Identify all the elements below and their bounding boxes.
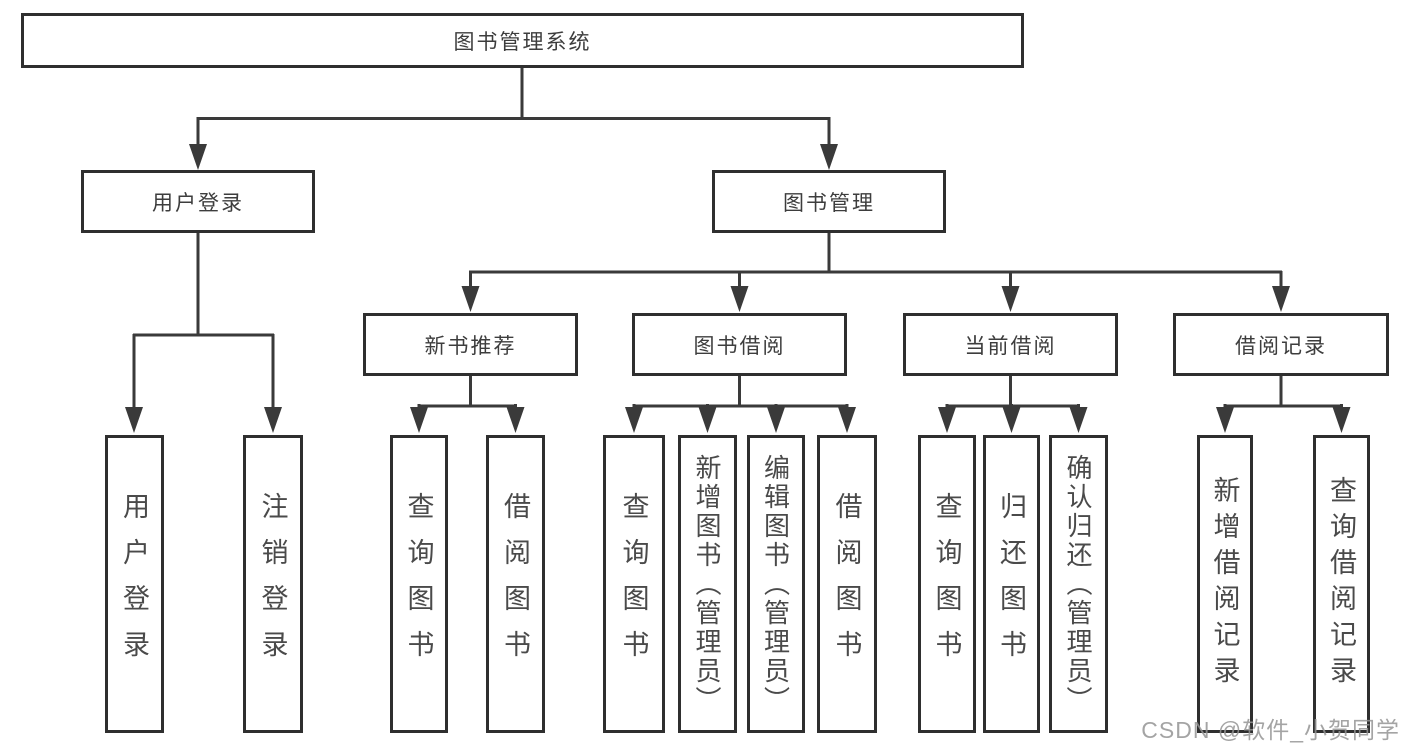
leaf-query-borrow-record: 查询借阅记录 xyxy=(1313,435,1370,733)
node-label: 当前借阅 xyxy=(964,334,1057,358)
leaf-label: 查询图书 xyxy=(931,492,962,676)
node-label: 图书借阅 xyxy=(693,334,786,358)
leaf-label: 新增图书（管理员） xyxy=(692,453,722,715)
leaf-label: 查询图书 xyxy=(618,492,649,676)
leaf-borrow-books: 借阅图书 xyxy=(817,435,877,733)
leaf-borrow-books-recommend: 借阅图书 xyxy=(486,435,545,733)
leaf-label: 归还图书 xyxy=(996,492,1026,676)
watermark: CSDN @软件_小贺同学 xyxy=(1141,717,1400,743)
node-label: 图书管理系统 xyxy=(453,30,592,54)
node-label: 图书管理 xyxy=(783,191,875,215)
node-book-management: 图书管理 xyxy=(712,170,946,233)
leaf-label: 注销登录 xyxy=(257,492,288,676)
leaf-label: 编辑图书（管理员） xyxy=(760,453,791,715)
leaf-label: 借阅图书 xyxy=(500,492,530,676)
leaf-add-borrow-record: 新增借阅记录 xyxy=(1197,435,1253,733)
leaf-edit-books-admin: 编辑图书（管理员） xyxy=(747,435,805,733)
node-book-borrowing: 图书借阅 xyxy=(632,313,847,376)
leaf-query-books-recommend: 查询图书 xyxy=(390,435,448,733)
node-new-book-recommend: 新书推荐 xyxy=(363,313,578,376)
node-label: 新书推荐 xyxy=(424,334,517,358)
leaf-add-books-admin: 新增图书（管理员） xyxy=(678,435,737,733)
leaf-label: 确认归还（管理员） xyxy=(1063,453,1093,715)
leaf-query-books-current: 查询图书 xyxy=(918,435,976,733)
leaf-label: 借阅图书 xyxy=(831,492,862,676)
leaf-return-books: 归还图书 xyxy=(983,435,1040,733)
node-user-login: 用户登录 xyxy=(81,170,315,233)
node-current-borrowing: 当前借阅 xyxy=(903,313,1118,376)
leaf-logout: 注销登录 xyxy=(243,435,303,733)
node-label: 借阅记录 xyxy=(1235,334,1327,358)
leaf-query-books-borrowing: 查询图书 xyxy=(603,435,665,733)
leaf-label: 新增借阅记录 xyxy=(1209,476,1240,692)
node-library-system: 图书管理系统 xyxy=(21,13,1024,68)
node-label: 用户登录 xyxy=(152,191,244,215)
leaf-user-login: 用户登录 xyxy=(105,435,164,733)
arrowheads xyxy=(125,144,1351,433)
leaf-confirm-return-admin: 确认归还（管理员） xyxy=(1049,435,1108,733)
node-borrow-records: 借阅记录 xyxy=(1173,313,1389,376)
leaf-label: 查询图书 xyxy=(403,492,434,676)
leaf-label: 用户登录 xyxy=(119,492,149,676)
leaf-label: 查询借阅记录 xyxy=(1326,476,1356,692)
